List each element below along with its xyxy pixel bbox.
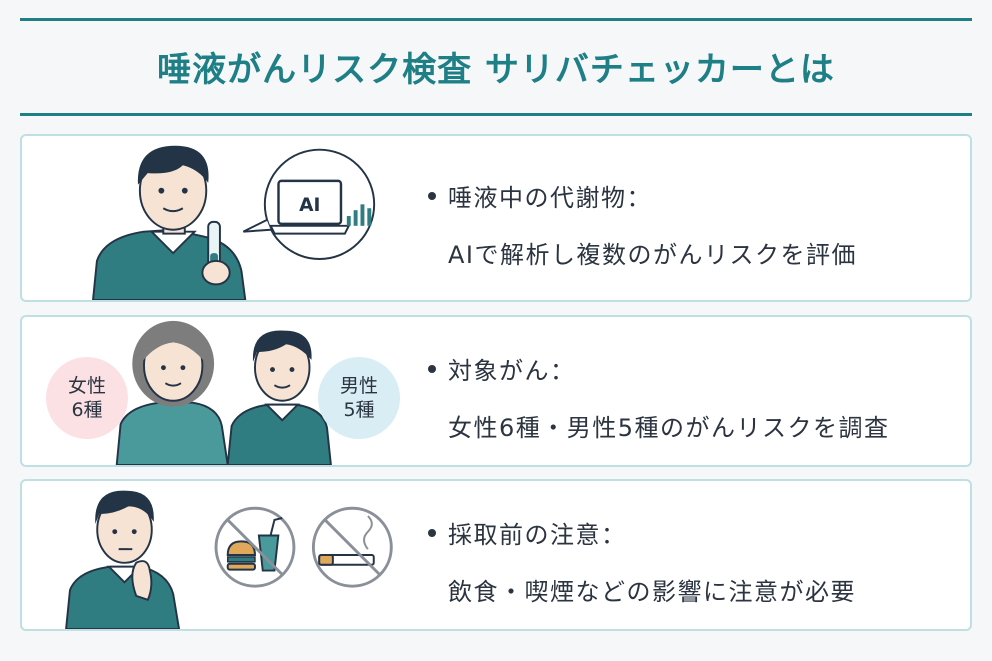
badge-female-line-1: 女性 xyxy=(67,375,106,397)
badge-female-line-2: 6種 xyxy=(71,399,103,421)
card-2-heading-row: 対象がん： xyxy=(422,351,962,386)
bullet-icon xyxy=(428,364,436,373)
card-1-heading: 唾液中の代謝物： xyxy=(448,184,652,212)
card-2-heading: 対象がん： xyxy=(448,357,576,385)
text-block-2: 対象がん： 女性6種・男性5種のがんリスクを調査 xyxy=(422,351,962,443)
page-title: 唾液がんリスク検査 サリバチェッカーとは xyxy=(157,50,835,90)
bar-chart-icon xyxy=(346,216,351,226)
man2-hair xyxy=(252,330,312,362)
title-rule-top xyxy=(20,18,972,21)
card-3-heading-row: 採取前の注意： xyxy=(422,515,962,550)
card-3-description: 飲食・喫煙などの影響に注意が必要 xyxy=(448,578,856,606)
card-1-heading-row: 唾液中の代謝物： xyxy=(422,178,962,213)
card-target-cancers: 女性 6種 男性 5種 対象がん： 女性6種・男性5種のがんリスクを調査 xyxy=(20,315,972,467)
laptop-screen xyxy=(277,179,343,226)
text-block-1: 唾液中の代謝物： AIで解析し複数のがんリスクを評価 xyxy=(422,178,962,270)
title-band: 唾液がんリスク検査 サリバチェッカーとは xyxy=(20,18,972,118)
illustration-woman-man xyxy=(115,320,332,465)
card-pre-collection-notes: 採取前の注意： 飲食・喫煙などの影響に注意が必要 xyxy=(20,479,972,631)
laptop-ai-label: AI xyxy=(299,195,320,216)
bullet-icon xyxy=(428,528,436,537)
badge-male-line-1: 男性 xyxy=(339,375,378,397)
man-hand xyxy=(201,259,231,286)
text-block-3: 採取前の注意： 飲食・喫煙などの影響に注意が必要 xyxy=(422,515,962,607)
woman-sweater xyxy=(115,401,229,465)
illustration-man-thinking xyxy=(65,490,393,629)
laptop-base xyxy=(269,224,351,235)
card-3-heading: 採取前の注意： xyxy=(448,521,627,549)
badge-female-6: 女性 6種 xyxy=(46,357,128,439)
card-2-description: 女性6種・男性5種のがんリスクを調査 xyxy=(448,414,890,442)
title-rule-bottom xyxy=(20,113,972,116)
woman-hair-front xyxy=(142,328,207,364)
bullet-icon xyxy=(428,191,436,200)
man3-hand xyxy=(131,560,153,601)
badge-male-line-2: 5種 xyxy=(343,399,375,421)
man3-hair xyxy=(95,490,154,524)
card-1-description: AIで解析し複数のがんリスクを評価 xyxy=(448,241,857,269)
card-saliva-metabolites: AI 唾液中の代謝物： AIで解析し複数のがんリスクを評価 xyxy=(20,134,972,302)
illustration-man-test-tube: AI xyxy=(92,145,376,300)
badge-male-5: 男性 5種 xyxy=(318,357,400,439)
man-hair xyxy=(137,145,209,185)
